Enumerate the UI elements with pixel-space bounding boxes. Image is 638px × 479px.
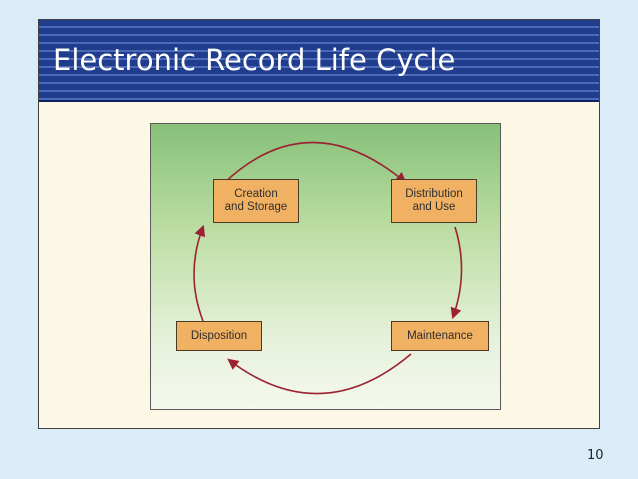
life-cycle-diagram: Creation and Storage Distribution and Us… xyxy=(150,123,501,410)
stage-disposition-label: Disposition xyxy=(190,329,248,342)
stage-creation-label: Creation and Storage xyxy=(224,188,288,213)
slide-title: Electronic Record Life Cycle xyxy=(53,43,456,77)
stage-maintenance: Maintenance xyxy=(391,321,489,351)
stage-creation-and-storage: Creation and Storage xyxy=(213,179,299,223)
stage-maintenance-label: Maintenance xyxy=(407,329,473,342)
title-bar: Electronic Record Life Cycle xyxy=(39,20,599,102)
stage-distribution-label: Distribution and Use xyxy=(405,188,463,213)
stage-distribution-and-use: Distribution and Use xyxy=(391,179,477,223)
arrow-distribution-to-maintenance xyxy=(450,226,463,320)
page-number: 10 xyxy=(587,448,604,463)
arrow-maintenance-to-disposition xyxy=(227,353,412,395)
stage-disposition: Disposition xyxy=(176,321,262,351)
arrow-disposition-to-creation xyxy=(193,224,206,322)
slide: Electronic Record Life Cycle Creation an… xyxy=(38,19,600,429)
arrow-creation-to-distribution xyxy=(222,141,407,185)
cycle-arrows xyxy=(193,141,463,395)
